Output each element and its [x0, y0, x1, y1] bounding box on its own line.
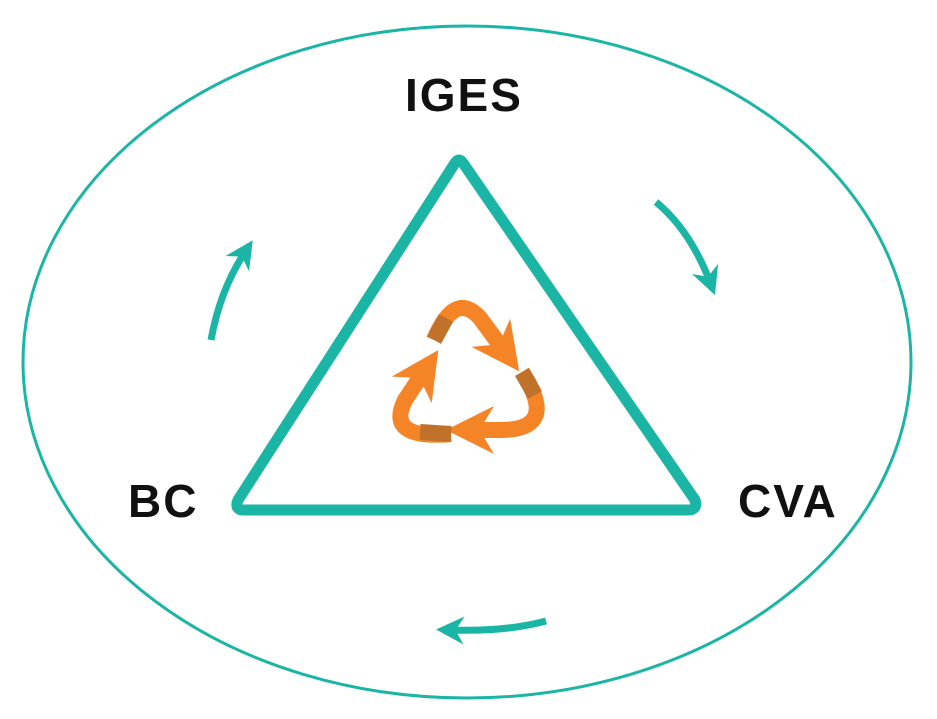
label-cva: CVA: [738, 475, 838, 527]
label-bc: BC: [128, 475, 199, 527]
outer-ellipse: [21, 24, 913, 700]
curved-arrow-icon: [207, 240, 253, 341]
label-iges: IGES: [405, 69, 523, 121]
curved-arrow-icon: [436, 616, 547, 645]
recycle-icon: [391, 300, 545, 454]
curved-arrow-icon: [653, 199, 719, 296]
triangle: [231, 154, 702, 516]
